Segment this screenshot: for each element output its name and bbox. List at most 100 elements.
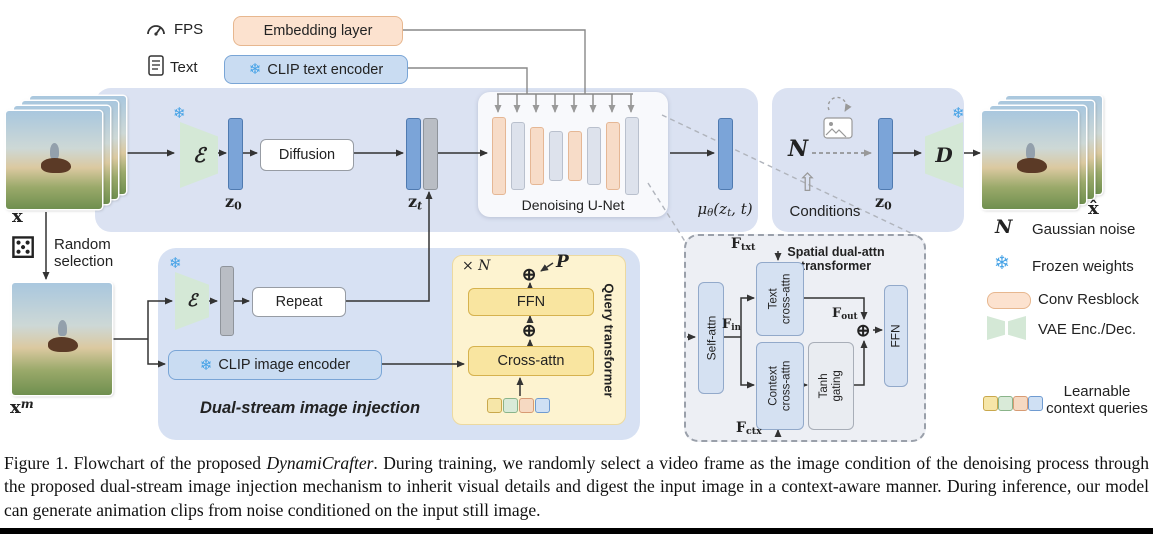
embedding-layer-box: Embedding layer [233, 16, 403, 46]
figure-caption: Figure 1. Flowchart of the proposed Dyna… [4, 452, 1149, 522]
self-attn-box: Self-attn [698, 282, 724, 394]
cross-attn-box: Cross-attn [468, 346, 594, 376]
dual-stream-title: Dual-stream image injection [199, 399, 421, 417]
snowflake-icon: ❄ [199, 356, 213, 374]
add-icon: ⊕ [856, 321, 871, 340]
rider-figure [50, 143, 60, 160]
z0-latent-bar [228, 118, 243, 190]
unet-block [568, 131, 582, 181]
unet-block [511, 122, 525, 190]
add-icon: ⊕ [522, 321, 537, 340]
diffusion-box: Diffusion [260, 139, 354, 171]
caption-method-name: DynamiCrafter [266, 453, 374, 473]
self-attn-label: Self-attn [704, 315, 719, 361]
encoder-symbol-dual: ℰ [186, 291, 198, 311]
clip-text-encoder-label: CLIP text encoder [267, 61, 384, 78]
mu-label: μθ(zt, t) [697, 200, 753, 220]
unet-block [625, 117, 639, 195]
horse-figure [1016, 158, 1047, 174]
spatial-ffn-box: FFN [884, 285, 908, 387]
ffn-box: FFN [468, 288, 594, 316]
context-query-swatch [503, 398, 518, 413]
ffn-label: FFN [516, 294, 546, 310]
legend-resblock-label: Conv Resblock [1038, 291, 1139, 308]
vae-decoder-icon [1008, 316, 1026, 340]
rider-figure [1026, 143, 1036, 160]
snowflake-icon: ❄ [173, 105, 186, 122]
unet-block [549, 131, 563, 181]
add-icon: ⊕ [522, 265, 537, 284]
snowflake-icon: ❄ [952, 105, 965, 122]
cross-attn-label: Cross-attn [497, 353, 565, 369]
unet-block [587, 127, 601, 185]
encoder-symbol: ℰ [192, 143, 206, 167]
conv-resblock-swatch [987, 292, 1031, 309]
clip-image-encoder-label: CLIP image encoder [218, 357, 351, 373]
context-feature-bar [220, 266, 234, 336]
conditions-up-arrow: ⇧ [797, 169, 818, 197]
embedding-layer-label: Embedding layer [263, 23, 373, 39]
video-frame [6, 111, 102, 209]
context-query-swatch [487, 398, 502, 413]
x-label: x [12, 206, 23, 227]
repeat-box: Repeat [252, 287, 346, 317]
horse-figure [48, 336, 78, 352]
snowflake-icon: ❄ [994, 253, 1010, 274]
f-out-label: Fout [832, 306, 858, 322]
rider-figure [58, 319, 67, 336]
z0-right-label: z0 [875, 192, 892, 213]
vae-encoder-icon [987, 316, 1005, 340]
fps-icon [144, 17, 168, 46]
p-symbol: P [556, 252, 569, 272]
unet-label: Denoising U-Net [521, 197, 625, 213]
gaussian-noise-symbol: N [788, 136, 809, 162]
zt-context-bar [423, 118, 438, 190]
caption-rest: . During training, we randomly select a … [4, 453, 1149, 520]
clip-text-encoder-box: ❄ CLIP text encoder [224, 55, 408, 84]
bottom-rule [0, 528, 1153, 534]
z0-label: z0 [225, 192, 242, 213]
caption-prefix: Figure 1. Flowchart of the proposed [4, 453, 267, 473]
x-hat-label: x̂ [1088, 198, 1099, 219]
f-ctx-label: Fctx [736, 420, 762, 438]
context-query-swatch [535, 398, 550, 413]
video-frame [982, 111, 1078, 209]
context-query-swatch [998, 396, 1013, 411]
spatial-ffn-label: FFN [889, 324, 904, 348]
query-transformer-label: Query transformer [601, 282, 617, 398]
zt-label: zt [408, 192, 423, 213]
legend-frozen-label: Frozen weights [1032, 258, 1134, 275]
snowflake-icon: ❄ [169, 255, 182, 272]
snowflake-icon: ❄ [248, 61, 262, 78]
spatial-title: Spatial dual-attn transformer [787, 245, 885, 273]
die-icon: ⚄ [10, 232, 37, 265]
xm-label: xm [10, 397, 34, 418]
context-query-swatch [1013, 396, 1028, 411]
legend-learnable-label: Learnable context queries [1046, 383, 1148, 417]
context-query-swatch [983, 396, 998, 411]
output-video-stack [982, 96, 1114, 212]
legend-vae-label: VAE Enc./Dec. [1038, 321, 1137, 338]
clip-image-encoder-box: ❄ CLIP image encoder [168, 350, 382, 380]
text-icon [146, 55, 166, 82]
unet-block [606, 122, 620, 190]
input-video-stack [6, 96, 138, 212]
query-transformer-panel [452, 255, 626, 425]
unet-block [492, 117, 506, 195]
legend-noise-symbol: N [995, 216, 1013, 238]
random-selection-label: Random selection [54, 236, 114, 270]
mu-output-bar [718, 118, 733, 190]
fps-label: FPS [174, 21, 204, 38]
query-transformer-label-wrap: Query transformer [600, 270, 618, 410]
legend-gaussian-label: Gaussian noise [1032, 221, 1136, 238]
conditions-label: Conditions [789, 203, 861, 220]
f-in-label: Fin [722, 317, 742, 333]
unet-block [530, 127, 544, 185]
